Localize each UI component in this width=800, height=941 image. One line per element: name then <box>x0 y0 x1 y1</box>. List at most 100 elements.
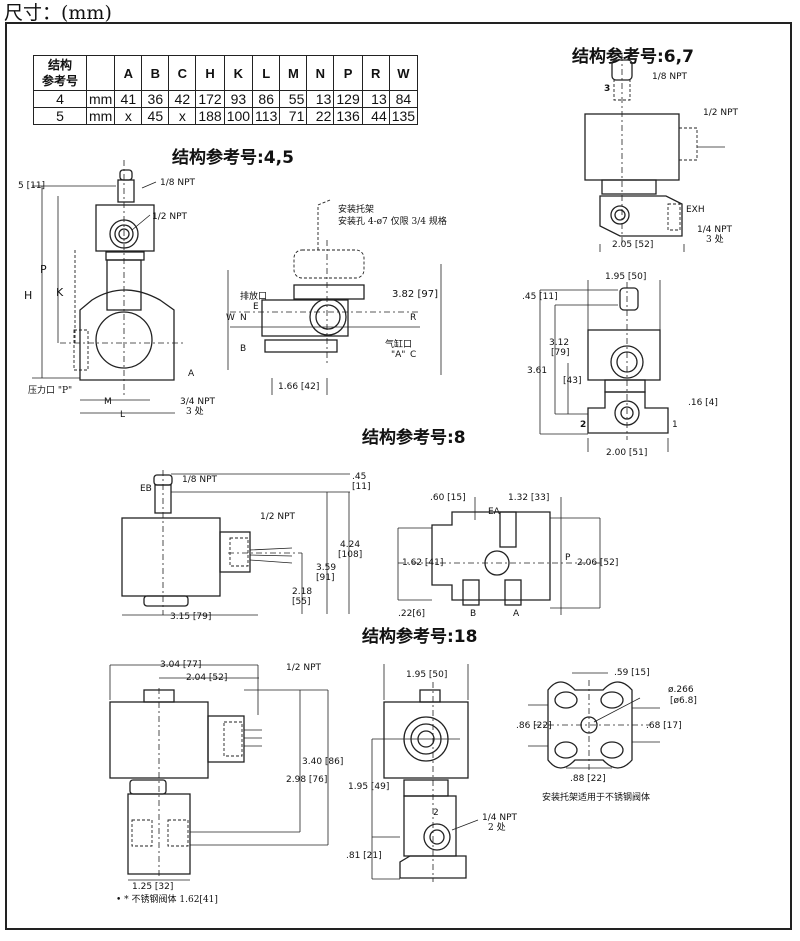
dim-label: .45 [11] <box>522 292 558 302</box>
dim-label: .60 [15] <box>430 493 466 503</box>
dim-letter: K <box>56 286 64 299</box>
dim-label: 3.40 [86] <box>302 757 344 767</box>
b-label: B <box>470 609 477 619</box>
dim-label: 3.61 <box>527 366 548 376</box>
dim-label: .45 <box>352 472 367 482</box>
dim-label: 1.66 [42] <box>278 382 320 392</box>
npt-label: 1/8 NPT <box>652 72 688 82</box>
dim-label: [11] <box>352 482 371 492</box>
qty-label: 2 处 <box>488 823 506 833</box>
dim-label: .88 [22] <box>570 774 606 784</box>
port-label: 2 <box>580 420 587 430</box>
dim-label: ø.266 <box>668 685 694 695</box>
drawing-ref8-body <box>397 497 601 615</box>
header-ref-line2: 参考号 <box>41 74 78 88</box>
p-label: P <box>565 553 571 563</box>
cell: 22 <box>306 107 335 125</box>
drawing-ref18-front <box>371 664 479 882</box>
drawing-ref67-front <box>539 280 669 452</box>
header-col: W <box>388 55 419 91</box>
title-ref-6-7: 结构参考号:6,7 <box>572 47 694 67</box>
title-ref-8: 结构参考号:8 <box>362 428 466 448</box>
title-ref-4-5: 结构参考号:4,5 <box>172 148 294 168</box>
dim-letter: B <box>240 344 247 354</box>
npt-label: 1/8 NPT <box>182 475 218 485</box>
dim-label: .22[6] <box>398 609 426 619</box>
drawing-frame <box>5 22 792 930</box>
dim-label: 2.18 <box>292 587 313 597</box>
npt-label: 1/2 NPT <box>286 663 322 673</box>
row-unit: mm <box>85 107 116 125</box>
header-col: C <box>168 55 197 91</box>
npt-label: 1/2 NPT <box>260 512 296 522</box>
dim-label: .81 [21] <box>346 851 382 861</box>
dim-label: 3.12 <box>549 338 570 348</box>
cell: 113 <box>252 107 281 125</box>
row-unit: mm <box>85 90 116 108</box>
cell: 45 <box>141 107 170 125</box>
dim-letter: A <box>188 369 195 379</box>
npt-label: 1/4 NPT <box>482 813 518 823</box>
drawing-ref8-side <box>121 470 350 616</box>
dim-label: 2.05 [52] <box>612 240 654 250</box>
port-label: 2 <box>433 808 439 818</box>
cell: 100 <box>223 107 254 125</box>
table-header-row: 结构参考号 A B C H K L M N P R W <box>33 55 419 91</box>
dim-label: 1.95 [50] <box>605 272 647 282</box>
port-label: 1 <box>672 420 678 430</box>
dim-letter: P <box>40 263 47 276</box>
dim-letter: H <box>24 289 33 302</box>
dim-label: 4.24 <box>340 540 361 550</box>
title-ref-18: 结构参考号:18 <box>362 627 478 647</box>
dim-letter: E <box>253 302 259 312</box>
dim-label: [79] <box>551 348 570 358</box>
drawing-ref18-bracket <box>528 672 660 772</box>
dim-label: 2.04 [52] <box>186 673 228 683</box>
npt-label: 1/8 NPT <box>160 178 196 188</box>
npt-label: 3/4 NPT <box>180 397 216 407</box>
cylinder-port-label: 气缸口 <box>385 340 413 350</box>
drawing-ref18-side <box>109 664 329 881</box>
dim-letter: L <box>120 410 126 420</box>
dim-label: 1.95 [50] <box>406 670 448 680</box>
bracket-note: 安装托架适用于不锈钢阀体 <box>542 793 651 803</box>
header-col: K <box>223 55 254 91</box>
cell: 135 <box>388 107 419 125</box>
dim-label: [ø6.8] <box>670 696 697 706</box>
dim-label: 3.04 [77] <box>160 660 202 670</box>
cell: 93 <box>223 90 254 108</box>
a-label: A <box>513 609 520 619</box>
dim-label: 1.32 [33] <box>508 493 550 503</box>
cell: 129 <box>333 90 363 108</box>
drawing-ref67-side <box>584 55 725 252</box>
npt-label: 1/4 NPT <box>697 225 733 235</box>
dim-letter: C <box>410 350 417 360</box>
dim-letter: M <box>104 397 112 407</box>
ea-label: EA <box>488 507 500 517</box>
cell: 44 <box>361 107 390 125</box>
header-ref: 结构参考号 <box>33 55 87 91</box>
pressure-port-label: 压力口 "P" <box>28 386 73 396</box>
dim-label: 1.25 [32] <box>132 882 174 892</box>
dim-label: [108] <box>338 550 363 560</box>
qty-label: 3 处 <box>186 407 204 417</box>
port-label: 3 <box>604 84 611 94</box>
dim-label: .86 [22] <box>516 721 552 731</box>
drawing-ref45-top <box>227 199 442 395</box>
bracket-holes-label: 安装孔 4-ø7 仅限 3/4 规格 <box>338 217 447 227</box>
cell: 86 <box>252 90 281 108</box>
stainless-note: • * 不锈钢阀体 1.62[41] <box>116 895 218 905</box>
dim-label: [43] <box>563 376 582 386</box>
dim-label: 2.98 [76] <box>286 775 328 785</box>
dim-label: 5 [11] <box>18 181 46 191</box>
dim-label: 2.00 [51] <box>606 448 648 458</box>
dim-label: [91] <box>316 573 335 583</box>
cell: 136 <box>333 107 363 125</box>
dim-label: [55] <box>292 597 311 607</box>
npt-label: 1/2 NPT <box>703 108 739 118</box>
table-row: 5 mm x 45 x 188 100 113 71 22 136 44 135 <box>33 107 419 125</box>
dim-letter: N <box>240 313 247 323</box>
cell: 36 <box>141 90 170 108</box>
header-col: P <box>333 55 363 91</box>
npt-label: 1/2 NPT <box>152 212 188 222</box>
